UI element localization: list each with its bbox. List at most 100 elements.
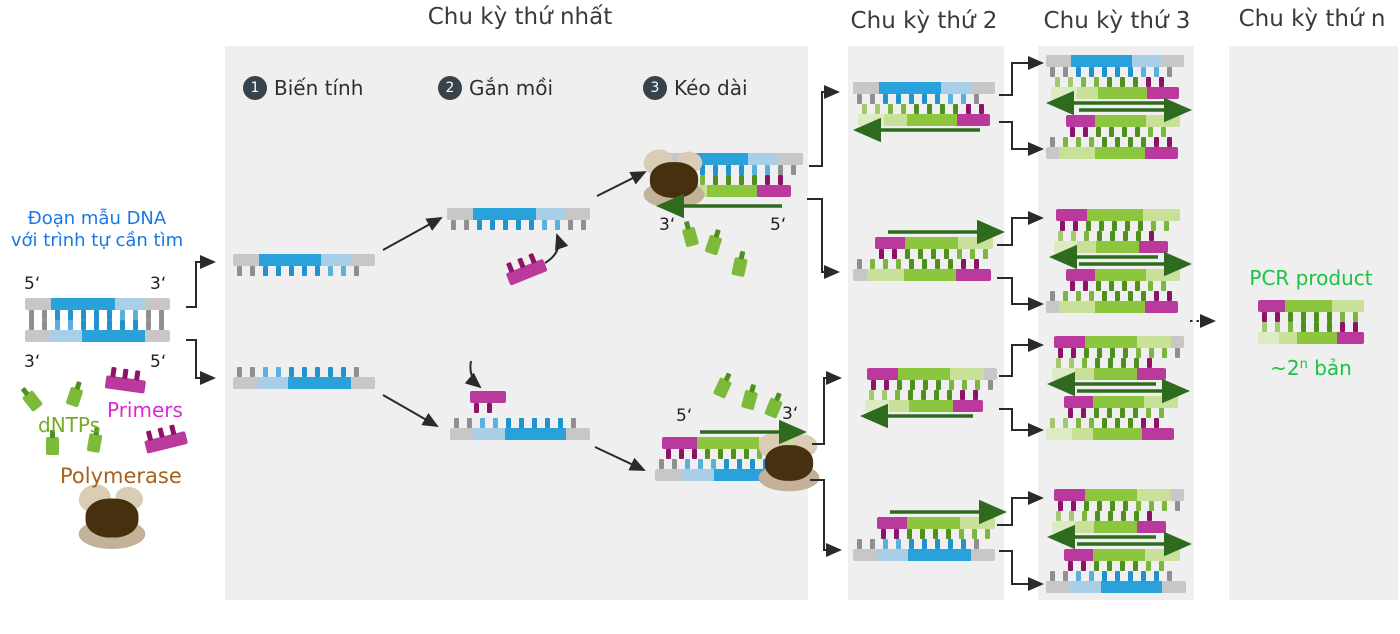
strand-tooth — [1123, 501, 1128, 511]
strand-tooth — [107, 310, 112, 320]
strand-tooth — [1146, 77, 1151, 87]
strand-tooth — [870, 259, 875, 269]
strand-segment — [1074, 368, 1095, 380]
strand-segment — [1054, 489, 1086, 501]
strand-tooth — [1050, 67, 1055, 77]
strand-segment — [898, 368, 951, 380]
strand-tooth — [237, 367, 242, 377]
dna-strand — [233, 367, 375, 389]
strand-tooth — [1133, 408, 1138, 418]
strand-bar — [1046, 147, 1178, 159]
strand-tooth — [961, 94, 966, 104]
strand-tooth — [1069, 358, 1074, 368]
strand-tooth — [1353, 312, 1358, 322]
strand-tooth — [1084, 231, 1089, 241]
strand-tooth — [1167, 67, 1172, 77]
prime-label: 3‘ — [782, 404, 799, 424]
strand-segment — [25, 298, 52, 310]
strand-tooth — [857, 539, 862, 549]
strand-tooth — [1095, 511, 1100, 521]
strand-tooth — [883, 539, 888, 549]
strand-tooth — [1102, 291, 1107, 301]
strand-segment — [1076, 87, 1099, 99]
strand-tooth — [289, 266, 294, 276]
strand-segment — [1142, 209, 1180, 221]
strand-tooth — [1314, 312, 1319, 322]
strand-bar — [25, 298, 170, 310]
strand-tooth — [516, 220, 521, 230]
strand-segment — [49, 330, 82, 342]
strand-tooth — [896, 539, 901, 549]
strand-segment — [1085, 336, 1138, 348]
strand-tooth — [1154, 418, 1159, 428]
strand-segment — [1337, 332, 1364, 344]
strand-tooth — [1107, 77, 1112, 87]
strand-tooth — [1083, 281, 1088, 291]
strand-tooth — [731, 449, 736, 459]
strand-tooth — [1076, 67, 1081, 77]
dna-strand — [1064, 396, 1178, 418]
polymerase-label: Polymerase — [60, 464, 182, 488]
strand-tooth — [1110, 231, 1115, 241]
strand-tooth — [1050, 137, 1055, 147]
strand-tooth — [302, 367, 307, 377]
strand-segment — [1071, 428, 1094, 440]
strand-segment — [1170, 489, 1184, 501]
strand-segment — [145, 330, 170, 342]
strand-tooth — [250, 367, 255, 377]
strand-tooth — [1068, 561, 1073, 571]
strand-tooth — [1149, 501, 1154, 511]
strand-tooth — [1353, 322, 1358, 332]
strand-tooth — [1159, 408, 1164, 418]
strand-tooth — [949, 380, 954, 390]
strand-segment — [1064, 396, 1093, 408]
strand-tooth — [713, 175, 718, 185]
strand-segment — [1066, 115, 1095, 127]
strand-tooth — [739, 165, 744, 175]
strand-tooth — [1068, 77, 1073, 87]
strand-segment — [145, 298, 170, 310]
strand-tooth — [1063, 67, 1068, 77]
strand-tooth — [739, 175, 744, 185]
strand-segment — [1046, 581, 1070, 593]
strand-bar — [1054, 336, 1184, 348]
strand-tooth — [905, 249, 910, 259]
strand-segment — [258, 254, 322, 266]
prime-label: 5‘ — [676, 406, 693, 426]
polymerase-icon — [75, 480, 147, 552]
strand-tooth — [1109, 281, 1114, 291]
strand-segment — [1069, 581, 1101, 593]
strand-segment — [747, 153, 779, 165]
strand-tooth — [1076, 571, 1081, 581]
strand-tooth — [1115, 418, 1120, 428]
strand-tooth — [953, 104, 958, 114]
dna-strand — [1046, 418, 1174, 440]
dna-strand — [1066, 269, 1180, 291]
strand-tooth — [1102, 137, 1107, 147]
dna-strand — [1054, 231, 1168, 253]
dna-strand — [1052, 358, 1166, 380]
strand-tooth — [1109, 127, 1114, 137]
strand-tooth — [94, 310, 99, 320]
strand-segment — [853, 269, 867, 281]
strand-tooth — [341, 266, 346, 276]
strand-segment — [1046, 428, 1072, 440]
strand-segment — [1160, 55, 1184, 67]
strand-segment — [1094, 368, 1138, 380]
strand-segment — [1094, 269, 1146, 281]
strand-bar — [1258, 300, 1364, 312]
strand-tooth — [1063, 137, 1068, 147]
pcr-copies-label: ~2n bản — [1270, 356, 1352, 380]
strand-tooth — [884, 380, 889, 390]
strand-tooth — [1162, 501, 1167, 511]
strand-tooth — [1314, 322, 1319, 332]
strand-bar — [447, 208, 590, 220]
strand-bar — [1064, 549, 1180, 561]
strand-bar — [1046, 581, 1186, 593]
strand-tooth — [276, 367, 281, 377]
strand-tooth — [120, 320, 125, 330]
strand-tooth — [698, 459, 703, 469]
strand-tooth — [81, 310, 86, 320]
strand-tooth — [1108, 511, 1113, 521]
strand-tooth — [927, 104, 932, 114]
